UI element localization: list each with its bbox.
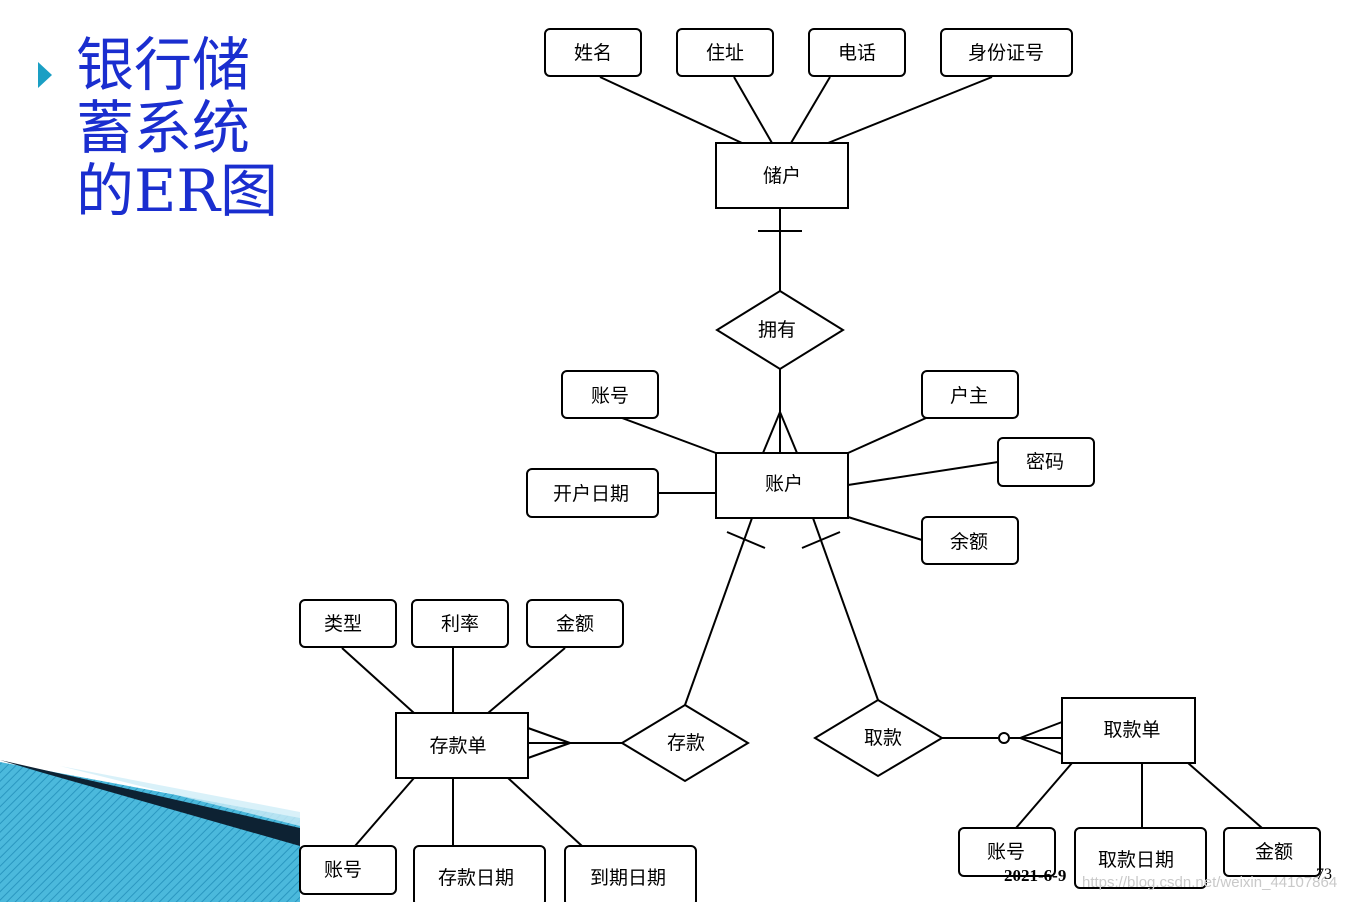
svg-text:利率: 利率 — [441, 613, 479, 635]
attr-account-balance: 余额 — [921, 516, 1019, 565]
attr-deposit-account: 账号 — [299, 845, 397, 895]
attr-deposit-amount: 金额 — [526, 599, 624, 648]
entity-account: 账户 — [715, 452, 849, 519]
svg-text:存款日期: 存款日期 — [438, 867, 514, 889]
attr-deposit-rate: 利率 — [411, 599, 509, 648]
attr-depositor-address: 住址 — [676, 28, 774, 77]
svg-text:金额: 金额 — [1255, 841, 1293, 863]
svg-text:取款日期: 取款日期 — [1098, 849, 1174, 871]
svg-text:住址: 住址 — [706, 42, 744, 64]
footer-date: 2021-6-9 — [1004, 866, 1067, 885]
svg-text:金额: 金额 — [556, 613, 594, 635]
attr-depositor-id: 身份证号 — [940, 28, 1073, 77]
svg-text:存款: 存款 — [667, 732, 705, 754]
attr-account-owner: 户主 — [921, 370, 1019, 419]
svg-text:账号: 账号 — [591, 385, 629, 407]
watermark: https://blog.csdn.net/weixin_44107864 — [1082, 874, 1338, 891]
page-number: 73 — [1316, 866, 1332, 883]
svg-text:余额: 余额 — [950, 531, 988, 553]
svg-text:账户: 账户 — [765, 473, 803, 495]
entity-withdraw-slip: 取款单 — [1061, 697, 1196, 764]
svg-text:开户日期: 开户日期 — [553, 483, 629, 505]
svg-text:类型: 类型 — [324, 613, 362, 635]
svg-text:户主: 户主 — [950, 385, 988, 407]
svg-text:账号: 账号 — [987, 841, 1025, 863]
attr-deposit-date: 存款日期 — [413, 845, 546, 902]
slide-title: 银行储蓄系统的ER图 — [76, 31, 279, 225]
attr-account-open-date: 开户日期 — [526, 468, 659, 518]
attr-depositor-name: 姓名 — [544, 28, 642, 77]
relationship-withdraw: 取款 — [813, 698, 944, 778]
svg-text:密码: 密码 — [1026, 451, 1064, 473]
svg-text:拥有: 拥有 — [758, 319, 796, 341]
relationship-deposit: 存款 — [620, 703, 750, 783]
relationship-own: 拥有 — [715, 289, 845, 371]
svg-text:取款: 取款 — [864, 727, 902, 749]
attr-account-password: 密码 — [997, 437, 1095, 487]
bullet-icon — [38, 62, 52, 88]
svg-text:存款单: 存款单 — [429, 735, 486, 757]
slide-decoration — [0, 760, 300, 902]
attr-account-number: 账号 — [561, 370, 659, 419]
attr-depositor-phone: 电话 — [808, 28, 906, 77]
attr-deposit-type: 类型 — [299, 599, 397, 648]
entity-depositor: 储户 — [715, 142, 849, 209]
svg-text:到期日期: 到期日期 — [590, 867, 666, 889]
attr-withdraw-date: 取款日期 — [1074, 827, 1207, 889]
svg-text:账号: 账号 — [324, 859, 362, 881]
svg-text:储户: 储户 — [763, 165, 801, 187]
attr-withdraw-amount: 金额 — [1223, 827, 1321, 877]
svg-text:取款单: 取款单 — [1103, 719, 1160, 741]
svg-text:身份证号: 身份证号 — [968, 42, 1044, 64]
connectors — [341, 76, 1263, 847]
svg-text:电话: 电话 — [838, 42, 876, 64]
attr-withdraw-account: 账号 — [958, 827, 1056, 877]
entity-deposit-slip: 存款单 — [395, 712, 529, 779]
svg-text:姓名: 姓名 — [574, 42, 612, 64]
attr-deposit-due-date: 到期日期 — [564, 845, 697, 902]
